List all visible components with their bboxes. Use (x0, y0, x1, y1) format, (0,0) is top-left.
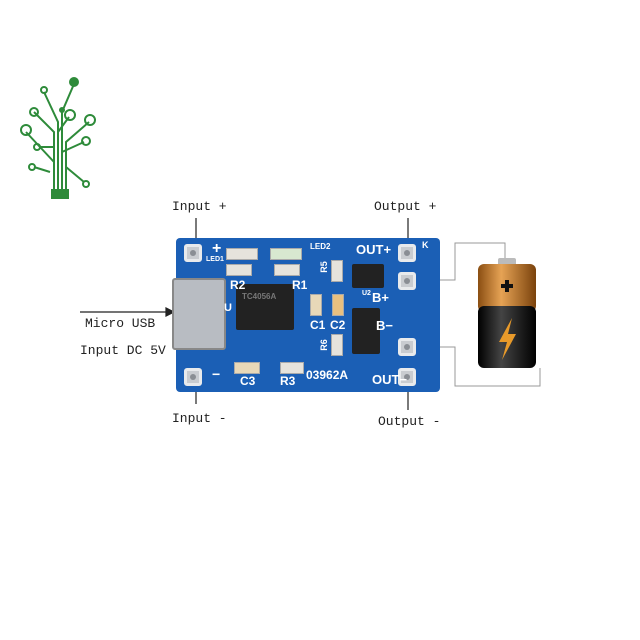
b-plus-pad (398, 272, 416, 290)
b-minus-pad (398, 338, 416, 356)
r6 (331, 334, 343, 356)
input-plus-pad (184, 244, 202, 262)
r5 (331, 260, 343, 282)
led2 (270, 248, 302, 260)
u2-chip (352, 264, 384, 288)
out-minus-pad (398, 368, 416, 386)
c3 (234, 362, 260, 374)
input-minus-pad (184, 368, 202, 386)
charger-board: TC4056A + LED1 LED2 R2 R1 U R5 R6 U2 C1 … (172, 238, 440, 392)
r1 (274, 264, 300, 276)
c1 (310, 294, 322, 316)
battery-lightning-icon (478, 258, 536, 368)
mosfet-chip (352, 308, 380, 354)
out-plus-pad (398, 244, 416, 262)
circuit-tree-logo (20, 77, 96, 199)
led1 (226, 248, 258, 260)
charger-ic: TC4056A (236, 284, 294, 330)
r2 (226, 264, 252, 276)
micro-usb-label: Micro USB (85, 316, 156, 331)
output-plus-label: Output + (374, 199, 437, 214)
input-minus-label: Input - (172, 411, 227, 426)
input-plus-label: Input + (172, 199, 227, 214)
input-dc-label: Input DC 5V (80, 343, 166, 358)
r3 (280, 362, 304, 374)
c2 (332, 294, 344, 316)
micro-usb-port (172, 278, 226, 350)
output-minus-label: Output - (378, 414, 441, 429)
